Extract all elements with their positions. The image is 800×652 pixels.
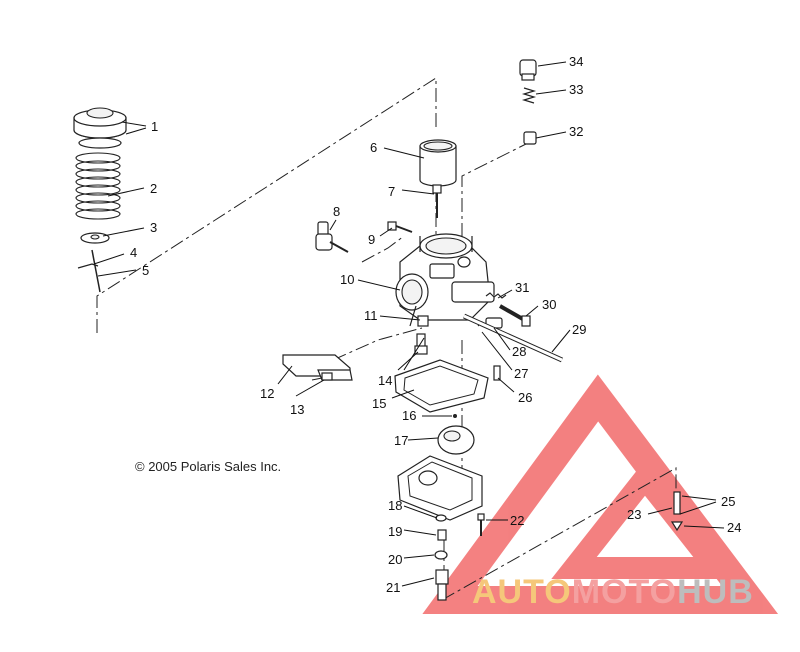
part-25-pin	[673, 491, 681, 515]
part-14-jets	[414, 333, 428, 355]
callout-11: 11	[364, 308, 378, 323]
part-16-pin	[453, 414, 457, 418]
callout-34: 34	[569, 54, 583, 69]
part-22-screw	[477, 513, 485, 536]
part-18-washer	[435, 514, 447, 522]
part-33-spring	[521, 87, 537, 104]
callout-15: 15	[372, 396, 386, 411]
callout-2: 2	[150, 181, 157, 196]
callout-8: 8	[333, 204, 340, 219]
part-8-choke	[315, 221, 349, 253]
part-float-bowl	[397, 455, 483, 521]
callout-6: 6	[370, 140, 377, 155]
part-1-cap	[73, 107, 127, 149]
part-30-idle-screw	[499, 304, 531, 327]
callout-4: 4	[130, 245, 137, 260]
callout-26: 26	[518, 390, 532, 405]
callout-14: 14	[378, 373, 392, 388]
callout-27: 27	[514, 366, 528, 381]
part-21-drain-plug	[435, 569, 449, 601]
leader-lines	[93, 61, 725, 587]
svg-text:AUTOMOTOHUB: AUTOMOTOHUB	[472, 573, 754, 611]
callout-24: 24	[727, 520, 741, 535]
callout-29: 29	[572, 322, 586, 337]
part-2-spring	[75, 152, 121, 220]
callout-12: 12	[260, 386, 274, 401]
watermark-hub: HUB	[677, 573, 754, 611]
callout-21: 21	[386, 580, 400, 595]
callout-22: 22	[510, 513, 524, 528]
callout-7: 7	[388, 184, 395, 199]
callout-labels: 1 2 3 4 5 6 7 8 9 10 11 12 13 14 15 16 1…	[130, 54, 741, 595]
part-6-throttle-slide	[419, 139, 457, 187]
copyright-notice: © 2005 Polaris Sales Inc.	[135, 459, 281, 474]
part-34-cap	[519, 59, 537, 81]
callout-19: 19	[388, 524, 402, 539]
callout-13: 13	[290, 402, 304, 417]
callout-18: 18	[388, 498, 402, 513]
part-4-5-needle	[77, 249, 101, 293]
callout-20: 20	[388, 552, 402, 567]
watermark-text: AUTOMOTOHUB	[472, 573, 754, 611]
callout-3: 3	[150, 220, 157, 235]
part-9-screw	[387, 221, 413, 233]
callout-23: 23	[627, 507, 641, 522]
watermark-moto: MOTO	[572, 573, 677, 611]
part-24-valve	[670, 521, 684, 532]
callout-5: 5	[142, 263, 149, 278]
part-3-retainer	[80, 232, 110, 244]
part-19-screw	[437, 529, 447, 541]
part-11-fitting	[417, 315, 429, 327]
callout-33: 33	[569, 82, 583, 97]
callout-30: 30	[542, 297, 556, 312]
callout-9: 9	[368, 232, 375, 247]
part-17-float	[437, 425, 475, 455]
callout-1: 1	[151, 119, 158, 134]
part-26-screw	[493, 365, 501, 381]
callout-31: 31	[515, 280, 529, 295]
part-29-shaft	[462, 313, 564, 363]
watermark-auto: AUTO	[472, 573, 572, 611]
part-20-oring	[434, 550, 448, 560]
callout-10: 10	[340, 272, 354, 287]
part-13-bracket	[317, 369, 353, 381]
part-32-fitting	[523, 131, 537, 145]
callout-25: 25	[721, 494, 735, 509]
part-15-gasket	[394, 359, 489, 413]
callout-28: 28	[512, 344, 526, 359]
callout-16: 16	[402, 408, 416, 423]
callout-17: 17	[394, 433, 408, 448]
callout-32: 32	[569, 124, 583, 139]
construction-lines	[96, 77, 677, 601]
part-7-screw	[432, 184, 442, 218]
part-10-carburetor-body	[395, 233, 495, 327]
